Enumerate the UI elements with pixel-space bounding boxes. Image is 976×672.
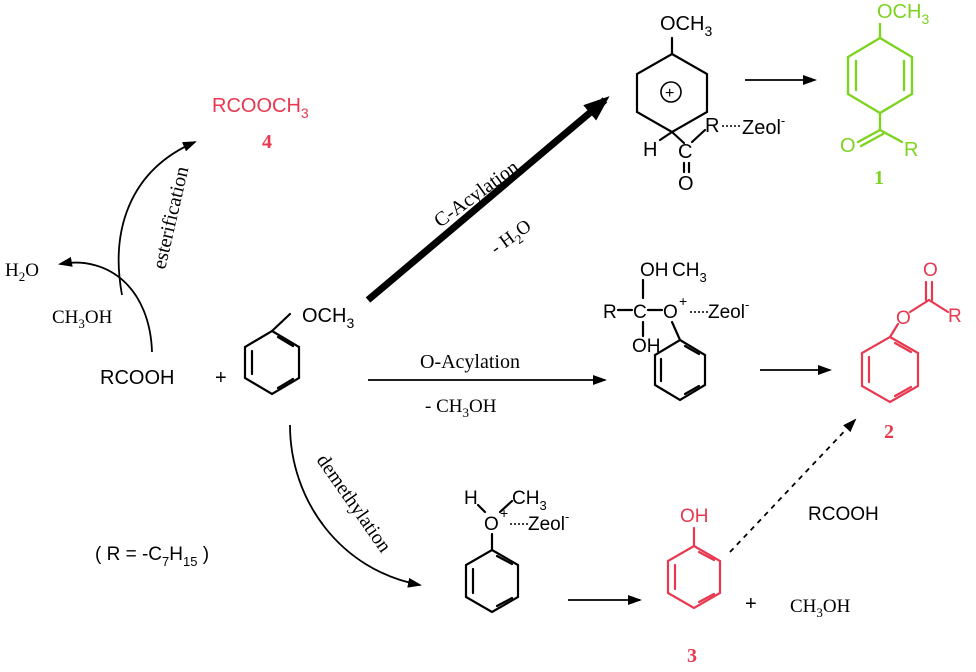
sigma-carbon: C [678,141,692,163]
demethylation-label: demethylation [312,450,396,556]
water-label: H2O [5,260,39,284]
anisole-methoxy: OCH3 [302,305,354,331]
phenol-hydroxyl: OH [680,506,709,527]
sigma-methoxy: OCH3 [660,13,712,39]
tetrahedral-intermediate: OH CH3 R C O + Zeol- OH [603,260,749,402]
tet-oxygen: O [663,302,678,323]
water-release-arrow [58,256,153,353]
c-acylation-label: C-Acylation [430,156,523,232]
minus-methanol-label: - CH3OH [425,396,497,420]
compound-3-label: 3 [687,645,697,667]
product2-ester-oxygen: O [896,308,911,329]
o-acylation-label: O-Acylation [420,351,520,373]
tet-oh-bottom: OH [632,336,661,357]
tet-methyl: CH3 [672,260,707,285]
oxonium-hydrogen: H [464,488,478,509]
phenol-esterification-arrow [729,418,857,553]
sigma-oxygen: O [678,173,694,195]
tet-zeolite: Zeol- [708,297,749,323]
sigma-complex-structure: OCH3 + H C R Zeol- O [635,13,785,195]
esterification-arrow [117,141,197,296]
product-1-structure: OCH3 O R 1 [840,1,929,189]
carboxylic-acid-label: RCOOH [100,367,174,389]
product1-methoxy: OCH3 [877,1,929,27]
sigma-r-group: R [705,115,719,137]
oxonium-oxygen: O [484,514,499,535]
esterification-label: esterification [148,164,193,271]
oxonium-intermediate: H CH3 O + Zeol- [464,488,569,614]
plus-sign-2: + [745,593,757,615]
product-2-structure: O R O 2 [860,260,962,443]
anisole-structure: OCH3 [243,305,354,396]
tet-r-group: R [603,302,617,323]
phenol-structure: OH 3 [666,506,722,667]
minus-water-label: - H2O [487,216,538,262]
sigma-zeolite: Zeol- [742,113,785,139]
compound-1-label: 1 [874,167,884,189]
tet-oxonium-plus: + [679,293,687,309]
compound-2-label: 2 [884,421,894,443]
product2-r-group: R [948,306,962,327]
r-group-definition: ( R = -C7H15 ) [95,544,209,569]
methanol-label-left: CH3OH [52,307,113,331]
oxonium-methyl: CH3 [512,488,547,513]
product1-oxygen: O [840,135,856,157]
sigma-hydrogen: H [643,139,657,161]
demethylation-arrow [289,424,422,588]
compound-4-label: 4 [262,131,272,153]
product1-r-group: R [904,139,918,161]
plus-sign-1: + [215,367,227,389]
carboxylic-acid-label-right: RCOOH [808,504,879,525]
product2-carbonyl-oxygen: O [923,260,938,281]
methyl-ester-formula: RCOOCH3 [212,95,309,121]
tet-carbon: C [633,302,647,323]
tet-oh-top: OH [640,260,669,281]
cation-plus: + [665,85,674,102]
oxonium-zeolite: Zeol- [528,509,569,535]
c-acylation-arrow [365,96,610,303]
methanol-label-right: CH3OH [790,596,851,620]
oxonium-plus: + [500,505,508,521]
